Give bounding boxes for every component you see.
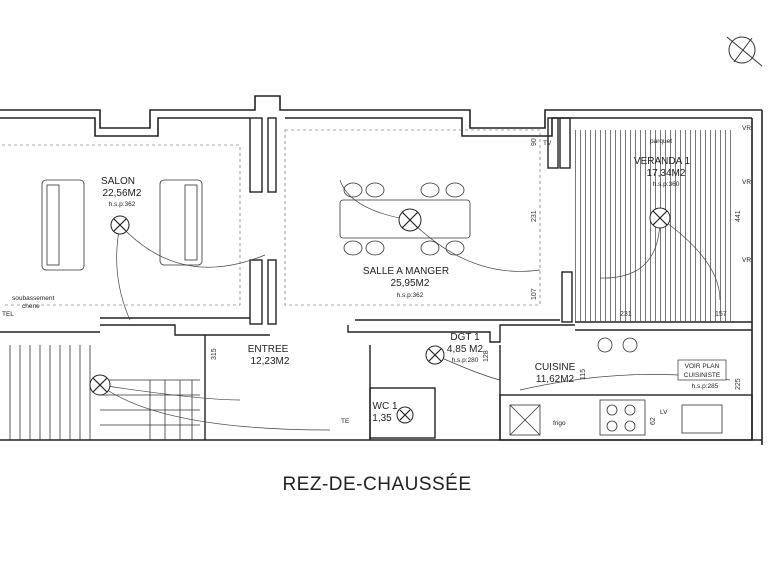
vr-symbol-3: VR (742, 257, 751, 264)
note-voir-plan: VOIR PLAN (685, 363, 720, 370)
dim-107: 107 (531, 288, 538, 300)
veranda-name: VERANDA 1 (634, 156, 691, 167)
cuisine-name: CUISINE (535, 362, 576, 373)
wc-name: WC 1 (373, 401, 398, 412)
kitchen-fixtures (509, 337, 723, 436)
staircase (9, 345, 200, 440)
dim-115: 115 (580, 369, 587, 380)
north-arrow-icon (726, 36, 763, 67)
veranda-parquet (572, 130, 732, 322)
salle-hsp: h.s.p:362 (397, 292, 424, 299)
entree-name: ENTREE (248, 344, 289, 355)
note-chene: chene (22, 303, 40, 310)
dim-225: 225 (735, 378, 742, 390)
veranda-area: 17,34M2 (647, 168, 686, 179)
salon-name: SALON (101, 176, 135, 187)
note-soubassement: soubassement (12, 295, 54, 302)
salon-hsp: h.s.p:362 (109, 201, 136, 208)
note-lv: LV (660, 409, 668, 416)
dim-62: 62 (650, 417, 657, 425)
sofa-icon (41, 179, 203, 271)
dim-315: 315 (211, 348, 218, 360)
dim-157: 157 (715, 311, 727, 318)
dgt-hsp: h.s.p:280 (452, 357, 479, 364)
outer-walls (0, 95, 763, 445)
dgt-area: 4,85 M2 (447, 344, 484, 355)
salle-area: 25,95M2 (391, 278, 430, 289)
dim-128: 128 (483, 350, 490, 362)
note-te: TE (341, 418, 350, 425)
dim-231-b: 231 (620, 311, 632, 318)
note-tel: TEL (2, 311, 14, 318)
cuisine-hsp: h.s.p:285 (692, 383, 719, 390)
entree-area: 12,23M2 (251, 356, 290, 367)
tv-symbol: TV (543, 140, 552, 147)
dgt-name: DGT 1 (450, 332, 480, 343)
cuisine-area: 11,62M2 (536, 374, 575, 385)
wc-area: 1,35 (372, 413, 392, 424)
note-cuisiniste: CUISINISTE (684, 372, 721, 379)
dining-table-icon (339, 182, 471, 256)
dim-441: 441 (735, 210, 742, 222)
veranda-hsp: h.s.p:360 (653, 181, 680, 188)
note-frigo: frigo (553, 420, 566, 427)
vr-symbol-1: VR (742, 125, 751, 132)
note-parquet: parquet (650, 138, 672, 145)
dim-231-a: 231 (531, 210, 538, 222)
salon-area: 22,56M2 (103, 188, 142, 199)
plan-title: REZ-DE-CHAUSSÉE (282, 474, 471, 495)
salle-name: SALLE A MANGER (363, 266, 449, 277)
dim-90: 90 (531, 138, 538, 146)
ceiling-outline (2, 129, 541, 306)
vr-symbol-2: VR (742, 179, 751, 186)
